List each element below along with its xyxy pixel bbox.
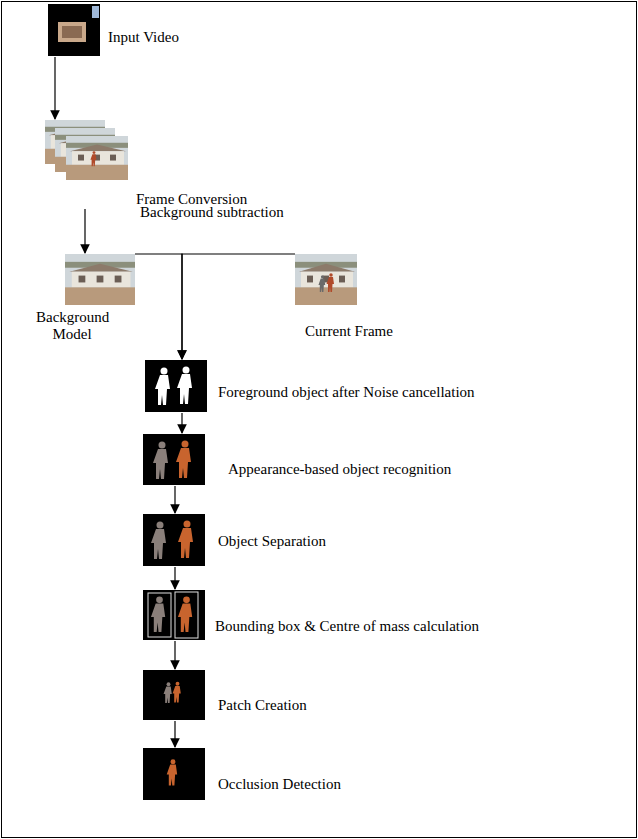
background-model-step: Background Model	[36, 254, 135, 343]
flow-arrow	[181, 413, 182, 433]
step-label: Current Frame	[305, 323, 393, 340]
step-label: Background Model	[36, 309, 108, 343]
bounding-box-image	[143, 590, 205, 640]
video-icon	[48, 4, 100, 56]
flow-arrow	[174, 486, 175, 513]
step-label: Object Separation	[218, 533, 326, 550]
flow-arrow	[174, 567, 175, 589]
bounding-box-step: Bounding box & Centre of mass calculatio…	[143, 590, 479, 640]
occlusion-step: Occlusion Detection	[143, 748, 341, 800]
flow-arrow	[174, 641, 175, 669]
foreground-step: Foreground object after Noise cancellati…	[145, 360, 475, 412]
separation-step: Object Separation	[143, 514, 326, 566]
foreground-mask	[145, 360, 207, 412]
separation-image	[143, 514, 205, 566]
step-label: Patch Creation	[218, 697, 307, 714]
flow-arrow	[174, 721, 175, 747]
current-frame-step: Current Frame	[295, 254, 393, 340]
step-label: Input Video	[108, 29, 179, 46]
frame-step: Frame Conversion	[45, 120, 247, 208]
step-label: Appearance-based object recognition	[228, 461, 451, 478]
recognition-image	[143, 434, 205, 485]
step-label: Occlusion Detection	[218, 776, 341, 793]
patch-step: Patch Creation	[143, 670, 307, 720]
flow-arrow	[135, 254, 182, 359]
video-step: Input Video	[48, 4, 179, 56]
flow-arrow	[182, 254, 295, 359]
current-frame-image	[295, 254, 357, 305]
occlusion-image	[143, 748, 205, 800]
background-image	[65, 254, 135, 305]
step-label: Bounding box & Centre of mass calculatio…	[215, 618, 479, 635]
frame-stack	[45, 120, 128, 180]
step-label: Foreground object after Noise cancellati…	[218, 384, 475, 401]
flow-arrow	[84, 209, 85, 253]
patch-image	[143, 670, 205, 720]
flow-arrow	[54, 57, 55, 119]
recognition-step: Appearance-based object recognition	[143, 434, 451, 485]
step-caption: Background subtraction	[140, 204, 284, 221]
